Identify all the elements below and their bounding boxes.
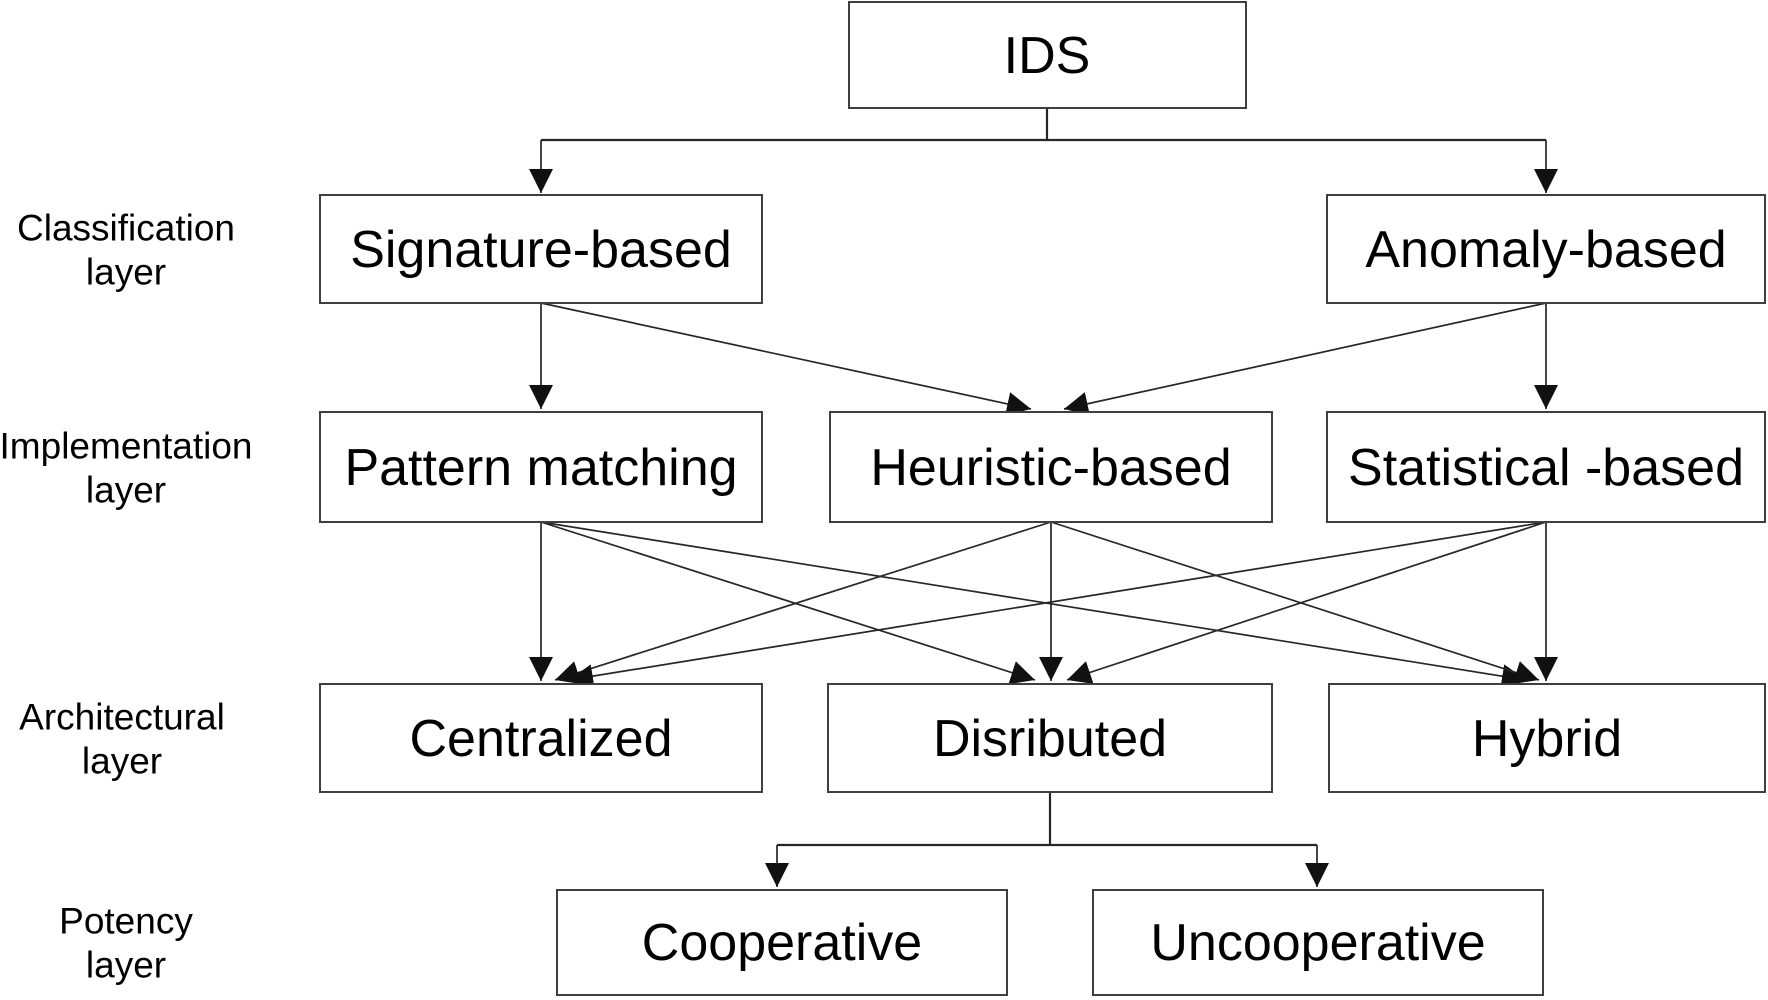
layer-label-implementation-line2: layer (86, 470, 166, 511)
node-hybrid-label: Hybrid (1472, 710, 1622, 768)
node-distributed-label: Disributed (933, 710, 1167, 768)
node-centralized-label: Centralized (409, 710, 672, 768)
node-distributed (827, 683, 1273, 793)
node-heuristic-based-label: Heuristic-based (870, 439, 1231, 497)
node-statistical-based (1326, 411, 1766, 523)
node-ids-label: IDS (1004, 27, 1091, 85)
edge-heuristic-centralized (554, 521, 1052, 685)
node-hybrid (1328, 683, 1766, 793)
layer-label-potency-line1: Potency (59, 901, 193, 942)
edge-pattern-distributed (540, 521, 1036, 685)
node-statistical-based-label: Statistical -based (1348, 439, 1744, 497)
edge-pattern-hybrid (540, 521, 1527, 689)
node-anomaly-based-label: Anomaly-based (1365, 221, 1726, 279)
edge-heuristic-hybrid (1050, 521, 1540, 685)
layer-label-implementation-line1: Implementation (0, 426, 252, 467)
node-uncooperative-label: Uncooperative (1150, 914, 1485, 972)
node-cooperative-label: Cooperative (642, 914, 922, 972)
node-ids (848, 1, 1247, 109)
node-cooperative (556, 889, 1008, 996)
layer-label-classification-line2: layer (86, 252, 166, 293)
node-anomaly-based (1326, 194, 1766, 304)
node-pattern-matching-label: Pattern matching (344, 439, 737, 497)
node-pattern-matching (319, 411, 763, 523)
layer-label-architectural-line2: layer (82, 741, 162, 782)
edge-anomaly-heuristic (1063, 302, 1547, 416)
node-signature-based (319, 194, 763, 304)
node-centralized (319, 683, 763, 793)
layer-label-architectural-line1: Architectural (19, 697, 225, 738)
edge-signature-heuristic (540, 302, 1032, 416)
node-uncooperative (1092, 889, 1544, 996)
layer-label-classification-line1: Classification (17, 208, 235, 249)
node-heuristic-based (829, 411, 1273, 523)
edge-statistical-centralized (568, 521, 1547, 689)
node-signature-based-label: Signature-based (350, 221, 732, 279)
edge-statistical-distributed (1066, 521, 1547, 684)
layer-label-potency-line2: layer (86, 945, 166, 986)
